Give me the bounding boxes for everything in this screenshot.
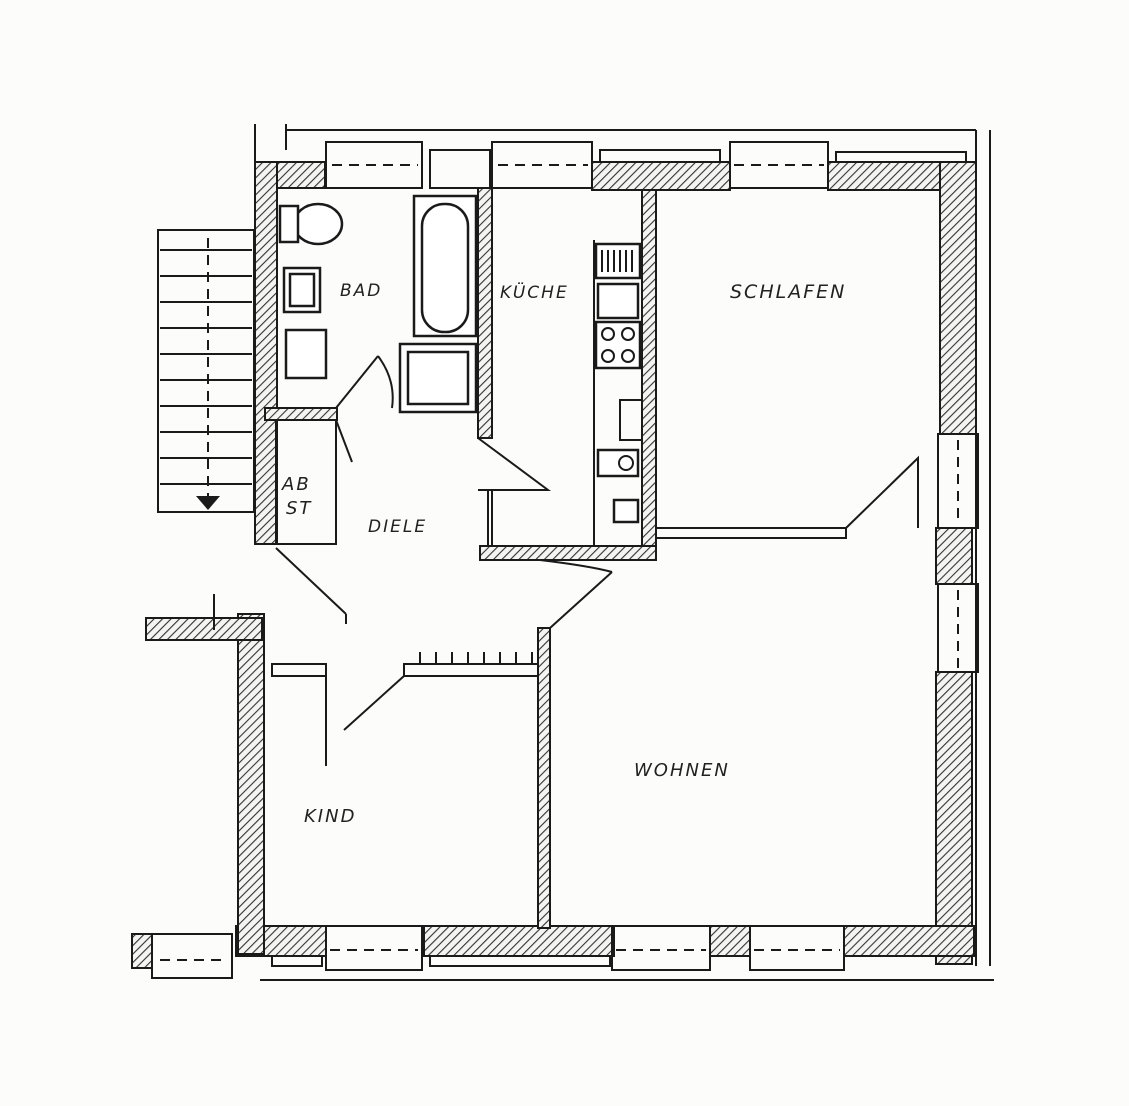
staircase [160,238,252,510]
room-label-bad: BAD [340,281,382,301]
outer-walls [131,161,977,969]
bathroom-fixtures [278,194,478,414]
storage-label-st: ST [286,498,312,519]
kitchen-fixtures [593,240,643,546]
room-label-diele: DIELE [368,517,427,537]
interior-walls [157,187,847,929]
frame-lines [213,124,994,981]
windows [151,141,979,979]
room-label-kueche: KÜCHE [500,281,569,303]
doors [275,355,919,766]
storage-label-ab: AB [281,474,311,495]
room-label-wohnen: WOHNEN [634,760,730,781]
room-label-kind: KIND [304,806,356,827]
room-label-schlafen: SCHLAFEN [730,281,846,303]
stair-arrow-icon [196,496,220,510]
